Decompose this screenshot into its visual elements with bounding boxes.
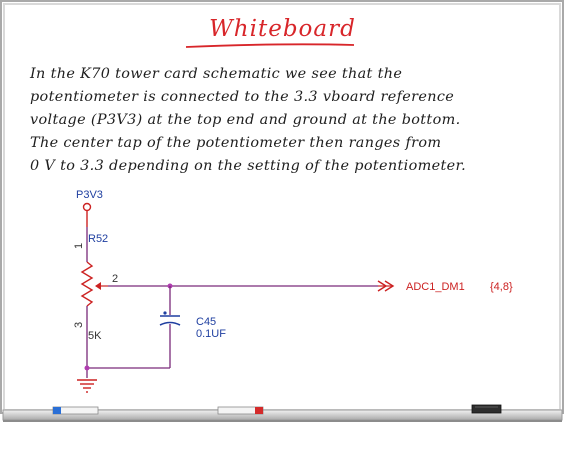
resistor-symbol: [80, 261, 94, 307]
pin-1-label: 1: [73, 243, 85, 249]
resistor-value: 5K: [88, 330, 102, 342]
net-label: ADC1_DM1: [406, 281, 465, 293]
pin-2-label: 2: [112, 273, 118, 285]
note-line-2: potentiometer is connected to the 3.3 vb…: [30, 89, 455, 105]
board-title: Whiteboard: [209, 16, 356, 42]
power-net-label: P3V3: [76, 189, 103, 201]
power-circle-symbol: [82, 202, 92, 227]
cap-value: 0.1UF: [196, 328, 226, 340]
note-line-3: voltage (P3V3) at the top end and ground…: [30, 112, 461, 128]
marker-icon[interactable]: [52, 406, 99, 415]
cap-ref: C45: [196, 316, 216, 328]
ground-symbol: [77, 379, 97, 393]
marker-icon[interactable]: [217, 406, 264, 415]
note-line-1: In the K70 tower card schematic we see t…: [30, 66, 403, 82]
net-ref: {4,8}: [490, 281, 513, 293]
note-line-4: The center tap of the potentiometer then…: [30, 135, 442, 151]
wiper-arrow-icon: [95, 282, 108, 290]
resistor-ref: R52: [88, 233, 108, 245]
note-line-5: 0 V to 3.3 depending on the setting of t…: [30, 158, 467, 174]
eraser-icon[interactable]: [471, 404, 502, 414]
net-arrow-symbol: [377, 280, 395, 292]
title-underline: [185, 43, 355, 48]
junction-dot-ground: [84, 365, 90, 371]
capacitor-symbol: [159, 311, 181, 326]
pin-3-label: 3: [73, 322, 85, 328]
